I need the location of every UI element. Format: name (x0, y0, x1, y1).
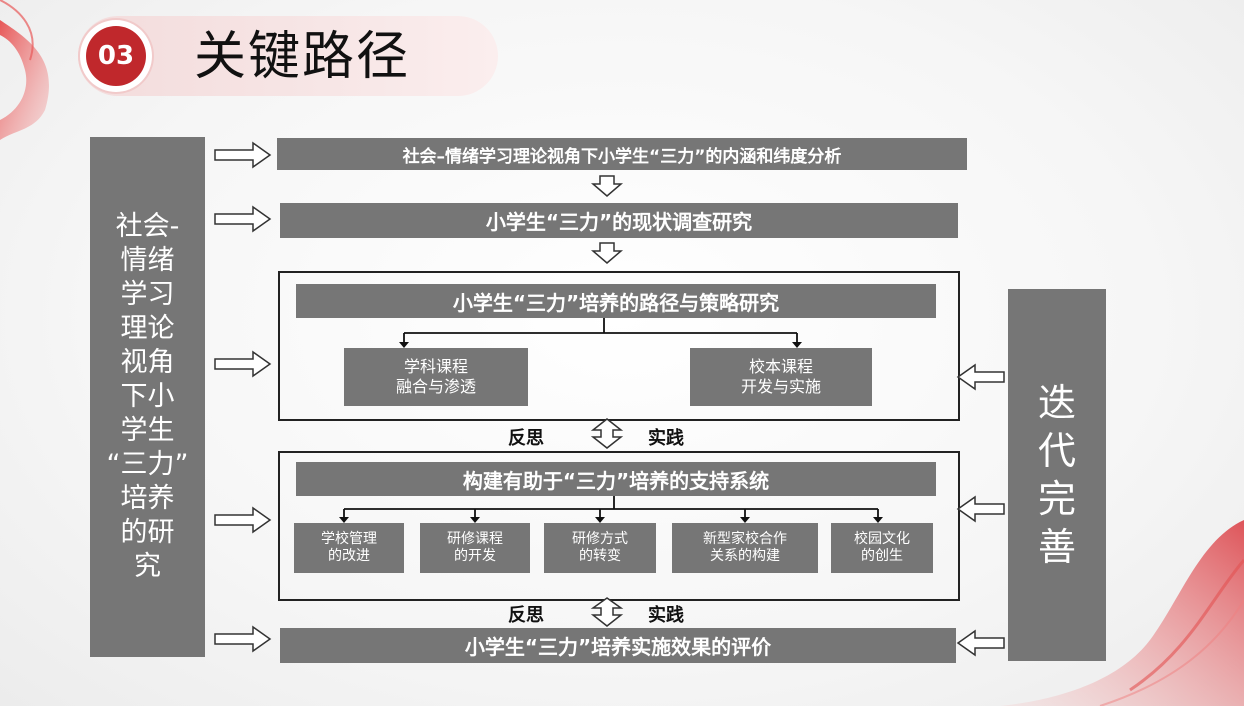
arrow-left-icon (956, 495, 1005, 523)
support-child-line2: 的转变 (579, 548, 621, 564)
support-child-campus-culture: 校园文化 的创生 (831, 523, 933, 573)
support-child-training-course: 研修课程 的开发 (420, 523, 530, 573)
support-child-management: 学校管理 的改进 (294, 523, 404, 573)
strategy-child-line1: 校本课程 (748, 357, 813, 376)
support-child-line2: 的改进 (328, 548, 370, 564)
loop-label-practice-1: 实践 (648, 428, 684, 449)
arrow-right-icon (214, 625, 272, 653)
support-child-line1: 研修课程 (447, 531, 503, 547)
left-column-line: 培养 (120, 483, 175, 514)
right-iteration-column: 迭代完善 (1008, 289, 1106, 661)
right-column-line: 代 (1037, 429, 1076, 473)
step-strategy-box: 小学生“三力”培养的路径与策略研究 (296, 284, 936, 318)
ribbon-bottom-right (1000, 520, 1244, 706)
step-evaluation-box: 小学生“三力”培养实施效果的评价 (280, 628, 956, 663)
left-column-line: 视角 (120, 347, 175, 378)
support-child-line1: 校园文化 (854, 531, 910, 547)
support-child-line1: 学校管理 (321, 531, 377, 547)
arrow-right-icon (214, 141, 272, 169)
support-frame (278, 451, 960, 601)
left-column-line: 的研 (120, 517, 175, 548)
left-column-line: 下小 (120, 381, 175, 412)
loop-label-reflect-2: 反思 (508, 605, 544, 626)
left-column-line: 究 (134, 551, 161, 582)
strategy-child-line2: 开发与实施 (740, 377, 821, 396)
left-column-line: 学生 (120, 415, 175, 446)
left-column-line: 情绪 (120, 245, 175, 276)
support-child-line1: 新型家校合作 (703, 531, 787, 547)
arrow-down-icon (590, 242, 624, 264)
ribbon-bottom-right-strand2 (1099, 599, 1244, 706)
section-number-badge: 03 (86, 26, 146, 86)
arrow-right-icon (214, 506, 272, 534)
support-child-home-school: 新型家校合作 关系的构建 (672, 523, 818, 573)
arrow-left-icon (956, 629, 1005, 657)
arrow-left-icon (956, 363, 1005, 391)
arrow-down-icon (590, 175, 624, 197)
support-child-line2: 的开发 (454, 548, 496, 564)
arrow-updown-icon (590, 597, 624, 627)
step-support-box: 构建有助于“三力”培养的支持系统 (296, 462, 936, 496)
loop-label-practice-2: 实践 (648, 605, 684, 626)
arrow-right-icon (214, 350, 272, 378)
step-analysis-box: 社会–情绪学习理论视角下小学生“三力”的内涵和纬度分析 (277, 138, 967, 170)
support-child-line2: 的创生 (861, 548, 903, 564)
right-column-line: 迭 (1037, 381, 1076, 425)
strategy-child-line1: 学科课程 (403, 357, 468, 376)
strategy-child-subject-curriculum: 学科课程 融合与渗透 (344, 348, 528, 406)
arrow-updown-icon (590, 418, 624, 449)
strategy-child-school-curriculum: 校本课程 开发与实施 (690, 348, 872, 406)
support-child-line1: 研修方式 (572, 531, 628, 547)
left-column-line: 理论 (120, 313, 175, 344)
left-theme-column: 社会-情绪学习理论视角下小学生“三力”培养的研究 (90, 137, 205, 657)
strategy-frame (278, 271, 960, 421)
page-title: 关键路径 (194, 27, 411, 87)
left-column-line: 学习 (120, 279, 175, 310)
step-survey-box: 小学生“三力”的现状调查研究 (280, 203, 958, 238)
arrow-right-icon (214, 205, 272, 233)
strategy-child-line2: 融合与渗透 (395, 377, 476, 396)
ribbon-bottom-right-strand (1129, 559, 1244, 692)
left-column-line: “三力” (106, 449, 189, 480)
support-child-line2: 关系的构建 (710, 548, 780, 564)
ribbon-top-left-strand (0, 0, 34, 61)
left-column-line: 社会- (115, 211, 180, 242)
loop-label-reflect-1: 反思 (508, 428, 544, 449)
right-column-line: 善 (1037, 525, 1076, 569)
support-child-training-method: 研修方式 的转变 (544, 523, 656, 573)
ribbon-top-left (0, 20, 49, 140)
right-column-line: 完 (1037, 477, 1076, 521)
